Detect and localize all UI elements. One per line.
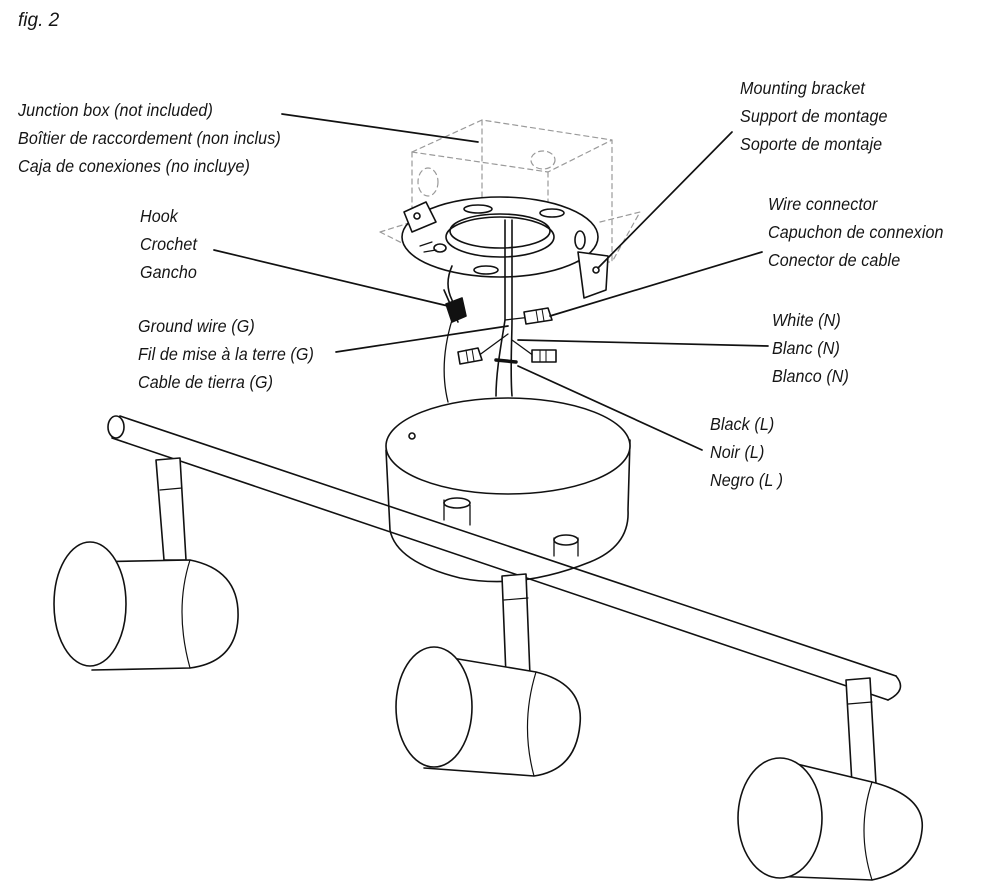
label-hook-es: Gancho bbox=[140, 262, 197, 282]
label-ground-wire-en: Ground wire (G) bbox=[138, 316, 255, 336]
leader-junction-box bbox=[281, 113, 479, 143]
label-black-wire: Black (L) Noir (L) Negro (L ) bbox=[710, 410, 783, 494]
label-wire-connector-es: Conector de cable bbox=[768, 250, 901, 270]
leader-mounting-bracket bbox=[597, 131, 733, 269]
label-hook-fr: Crochet bbox=[140, 234, 198, 254]
figure-title: fig. 2 bbox=[18, 10, 60, 31]
spot-stems-drawing bbox=[155, 457, 877, 785]
wires-drawing bbox=[443, 219, 541, 403]
leader-white-wire bbox=[517, 339, 769, 347]
label-wire-connector-en: Wire connector bbox=[768, 194, 878, 214]
wire-connectors-drawing bbox=[457, 307, 557, 365]
leader-ground-wire bbox=[335, 325, 509, 353]
label-junction-box-en: Junction box (not included) bbox=[18, 100, 213, 120]
label-junction-box-fr: Boîtier de raccordement (non inclus) bbox=[18, 128, 281, 148]
label-mounting-bracket-es: Soporte de montaje bbox=[740, 134, 883, 154]
label-mounting-bracket: Mounting bracket Support de montage Sopo… bbox=[740, 74, 888, 158]
label-ground-wire: Ground wire (G) Fil de mise à la terre (… bbox=[138, 312, 314, 396]
label-ground-wire-es: Cable de tierra (G) bbox=[138, 372, 274, 392]
hook-drawing bbox=[443, 265, 467, 323]
canopy-drawing bbox=[385, 397, 631, 583]
leader-black-wire bbox=[517, 365, 703, 451]
label-black-wire-es: Negro (L ) bbox=[710, 470, 784, 490]
label-white-wire-es: Blanco (N) bbox=[772, 366, 849, 386]
label-white-wire: White (N) Blanc (N) Blanco (N) bbox=[772, 306, 849, 390]
label-junction-box: Junction box (not included) Boîtier de r… bbox=[18, 96, 281, 180]
label-black-wire-en: Black (L) bbox=[710, 414, 775, 434]
leader-lines bbox=[213, 113, 769, 451]
mounting-bracket-drawing bbox=[401, 196, 609, 299]
label-junction-box-es: Caja de conexiones (no incluye) bbox=[18, 156, 250, 176]
label-mounting-bracket-fr: Support de montage bbox=[740, 106, 888, 126]
label-mounting-bracket-en: Mounting bracket bbox=[740, 78, 865, 98]
label-hook-en: Hook bbox=[140, 206, 178, 226]
track-bar-drawing bbox=[107, 415, 902, 701]
leader-wire-connector bbox=[549, 251, 763, 317]
spot-heads-drawing bbox=[53, 541, 924, 881]
label-hook: Hook Crochet Gancho bbox=[140, 202, 197, 286]
leader-hook bbox=[213, 249, 449, 307]
label-white-wire-en: White (N) bbox=[772, 310, 841, 330]
label-white-wire-fr: Blanc (N) bbox=[772, 338, 840, 358]
label-ground-wire-fr: Fil de mise à la terre (G) bbox=[138, 344, 314, 364]
label-black-wire-fr: Noir (L) bbox=[710, 442, 765, 462]
label-wire-connector-fr: Capuchon de connexion bbox=[768, 222, 944, 242]
label-wire-connector: Wire connector Capuchon de connexion Con… bbox=[768, 190, 944, 274]
